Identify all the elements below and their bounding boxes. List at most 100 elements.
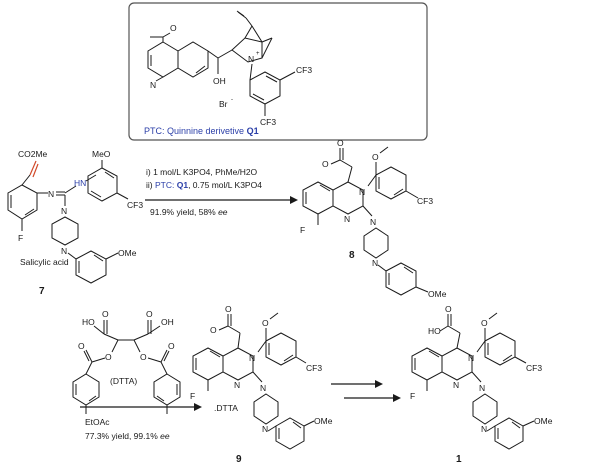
p8-o2: O: [337, 138, 344, 148]
p1-o2: O: [481, 318, 488, 328]
p9-salt: .DTTA: [214, 403, 238, 413]
p8-aryl-ring: [375, 166, 407, 200]
step2-yield: 77.3% yield, 99.1% ee: [85, 431, 170, 441]
sm7-n2: N: [61, 246, 67, 256]
sm7-alkene: [29, 160, 37, 176]
sm7-anisyl-ring: [75, 250, 107, 284]
quinoline-ring-b: [177, 41, 209, 78]
box-caption: PTC: Quinnine derivetive Q1: [144, 126, 259, 136]
box-ome-o: O: [170, 23, 177, 33]
p9-n3: N: [249, 353, 255, 363]
box-quinoline-n: N: [150, 80, 156, 90]
step1-yield: 91.9% yield, 58% ee: [150, 207, 228, 217]
sm7-piperazine: [51, 216, 79, 246]
p1-n1: N: [453, 380, 459, 390]
catalyst-box-frame: [128, 2, 428, 141]
step2-arrow: EtOAc 77.3% yield, 99.1% ee: [80, 403, 202, 441]
quinoline-ring-a: [147, 41, 179, 78]
p9-f: F: [190, 391, 195, 401]
box-n-plus: N: [248, 54, 254, 64]
dtta-o4: O: [140, 352, 147, 362]
sm7-meo: MeO: [92, 149, 111, 159]
p1-ho: HO: [428, 326, 441, 336]
p9-npip1: N: [260, 383, 266, 393]
compound-9: O O F N N O CF3 N N OMe .DTTA 9: [190, 304, 333, 465]
p8-npip2: N: [372, 258, 378, 268]
sm7-ome: OMe: [118, 248, 137, 258]
sm7-co2me: CO2Me: [18, 149, 48, 159]
p8-o1: O: [322, 159, 329, 169]
step2-solvent: EtOAc: [85, 417, 110, 427]
dtta-toluoyl-ring-2: [153, 373, 181, 406]
dtta-o1: O: [102, 309, 109, 319]
quinuclidine-cage: [231, 37, 263, 63]
p9-piperazine: [253, 393, 279, 425]
p8-n3: N: [359, 187, 365, 197]
dtta-o6: O: [168, 341, 175, 351]
dtta-toluoyl-ring-1: [72, 373, 100, 406]
p9-aryl-ring: [265, 332, 297, 366]
p1-f: F: [410, 391, 415, 401]
box-bromide: Br: [219, 99, 228, 109]
p1-anisyl-ring: [494, 417, 524, 450]
step3-arrow: [331, 380, 401, 402]
dtta-o2: O: [146, 309, 153, 319]
p1-benzo-ring: [411, 347, 443, 381]
p8-piperazine: [363, 227, 389, 259]
step3-arrow-head-2: [393, 394, 401, 402]
step1-cond-2: ii) PTC: Q1, 0.75 mol/L K3PO4: [146, 180, 262, 190]
p1-npip1: N: [479, 383, 485, 393]
p8-npip1: N: [370, 217, 376, 227]
box-plus-charge: +: [256, 51, 260, 57]
dtta-o3: O: [105, 352, 112, 362]
p8-ome: OMe: [428, 289, 447, 299]
compound-7: CO2Me F N HN MeO CF3 N N OMe Salicylic a…: [7, 149, 143, 297]
p9-cf3: CF3: [306, 363, 322, 373]
p9-npip2: N: [262, 424, 268, 434]
sm7-cf3: CF3: [127, 200, 143, 210]
p8-o3: O: [372, 152, 379, 162]
step1-cond-1: i) 1 mol/L K3PO4, PhMe/H2O: [146, 167, 258, 177]
p8-anisyl-ring: [385, 262, 417, 296]
sm7-n-imine: N: [48, 189, 54, 199]
step3-arrow-head-1: [375, 380, 383, 388]
p8-n1: N: [344, 214, 350, 224]
sm7-hn: HN: [74, 178, 86, 188]
dtta-oh: OH: [161, 317, 174, 327]
dtta-name: (DTTA): [110, 376, 137, 386]
sm7-aryl-ring: [7, 184, 38, 220]
p1-npip2: N: [481, 424, 487, 434]
p9-label: 9: [236, 454, 242, 465]
p1-n3: N: [468, 353, 474, 363]
p1-o1: O: [445, 304, 452, 314]
p9-benzo-ring: [192, 347, 224, 381]
p1-cf3: CF3: [526, 363, 542, 373]
p1-piperazine: [472, 393, 498, 425]
p9-o3: O: [262, 318, 269, 328]
compound-1: HO O F N N O CF3 N N OMe 1: [410, 304, 553, 465]
box-bromide-charge: -: [231, 97, 233, 103]
p8-cf3: CF3: [417, 196, 433, 206]
step2-arrow-head: [194, 403, 202, 411]
box-cf3-a: CF3: [296, 65, 312, 75]
dtta-o5: O: [78, 341, 85, 351]
catalyst-box: O N OH N + CF3 CF3 Br -: [128, 2, 428, 141]
sm7-f: F: [18, 233, 23, 243]
p1-label: 1: [456, 454, 462, 465]
p9-o2: O: [225, 304, 232, 314]
sm7-note: Salicylic acid: [20, 257, 69, 267]
sm7-label: 7: [39, 286, 45, 297]
p9-anisyl-ring: [275, 417, 305, 450]
box-cf3-b: CF3: [260, 117, 276, 127]
p8-f: F: [300, 225, 305, 235]
dtta-ho: HO: [82, 317, 95, 327]
dtta-reagent: HO OH O O O O O O (DTTA): [72, 309, 181, 414]
compound-8: O O F N N O CF3 N N OMe 8: [300, 138, 447, 299]
step1-arrow-head: [290, 196, 298, 204]
sm7-n1: N: [61, 206, 67, 216]
step1-arrow: i) 1 mol/L K3PO4, PhMe/H2O ii) PTC: Q1, …: [145, 167, 298, 217]
p9-n1: N: [234, 380, 240, 390]
box-aryl-ring: [249, 71, 281, 105]
p8-label: 8: [349, 250, 355, 261]
